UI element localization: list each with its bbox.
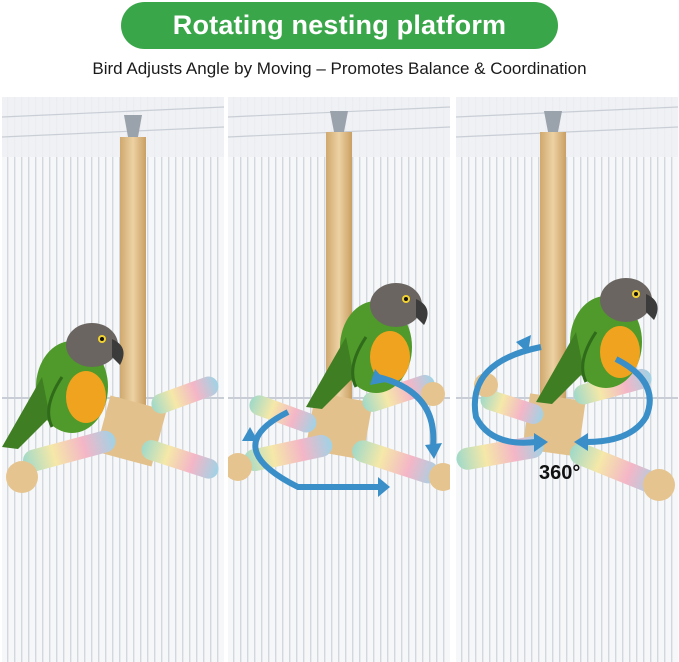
panel-right: 360° (456, 97, 678, 662)
title-banner: Rotating nesting platform (121, 2, 558, 49)
perch-illustration-right (456, 97, 678, 662)
page-title: Rotating nesting platform (172, 10, 507, 40)
panel-left (2, 97, 224, 662)
panel-middle (228, 97, 450, 662)
page-subtitle: Bird Adjusts Angle by Moving – Promotes … (92, 59, 587, 78)
rotation-label: 360° (539, 462, 581, 484)
perch-illustration-middle (228, 97, 450, 662)
perch-illustration-left (2, 97, 224, 662)
